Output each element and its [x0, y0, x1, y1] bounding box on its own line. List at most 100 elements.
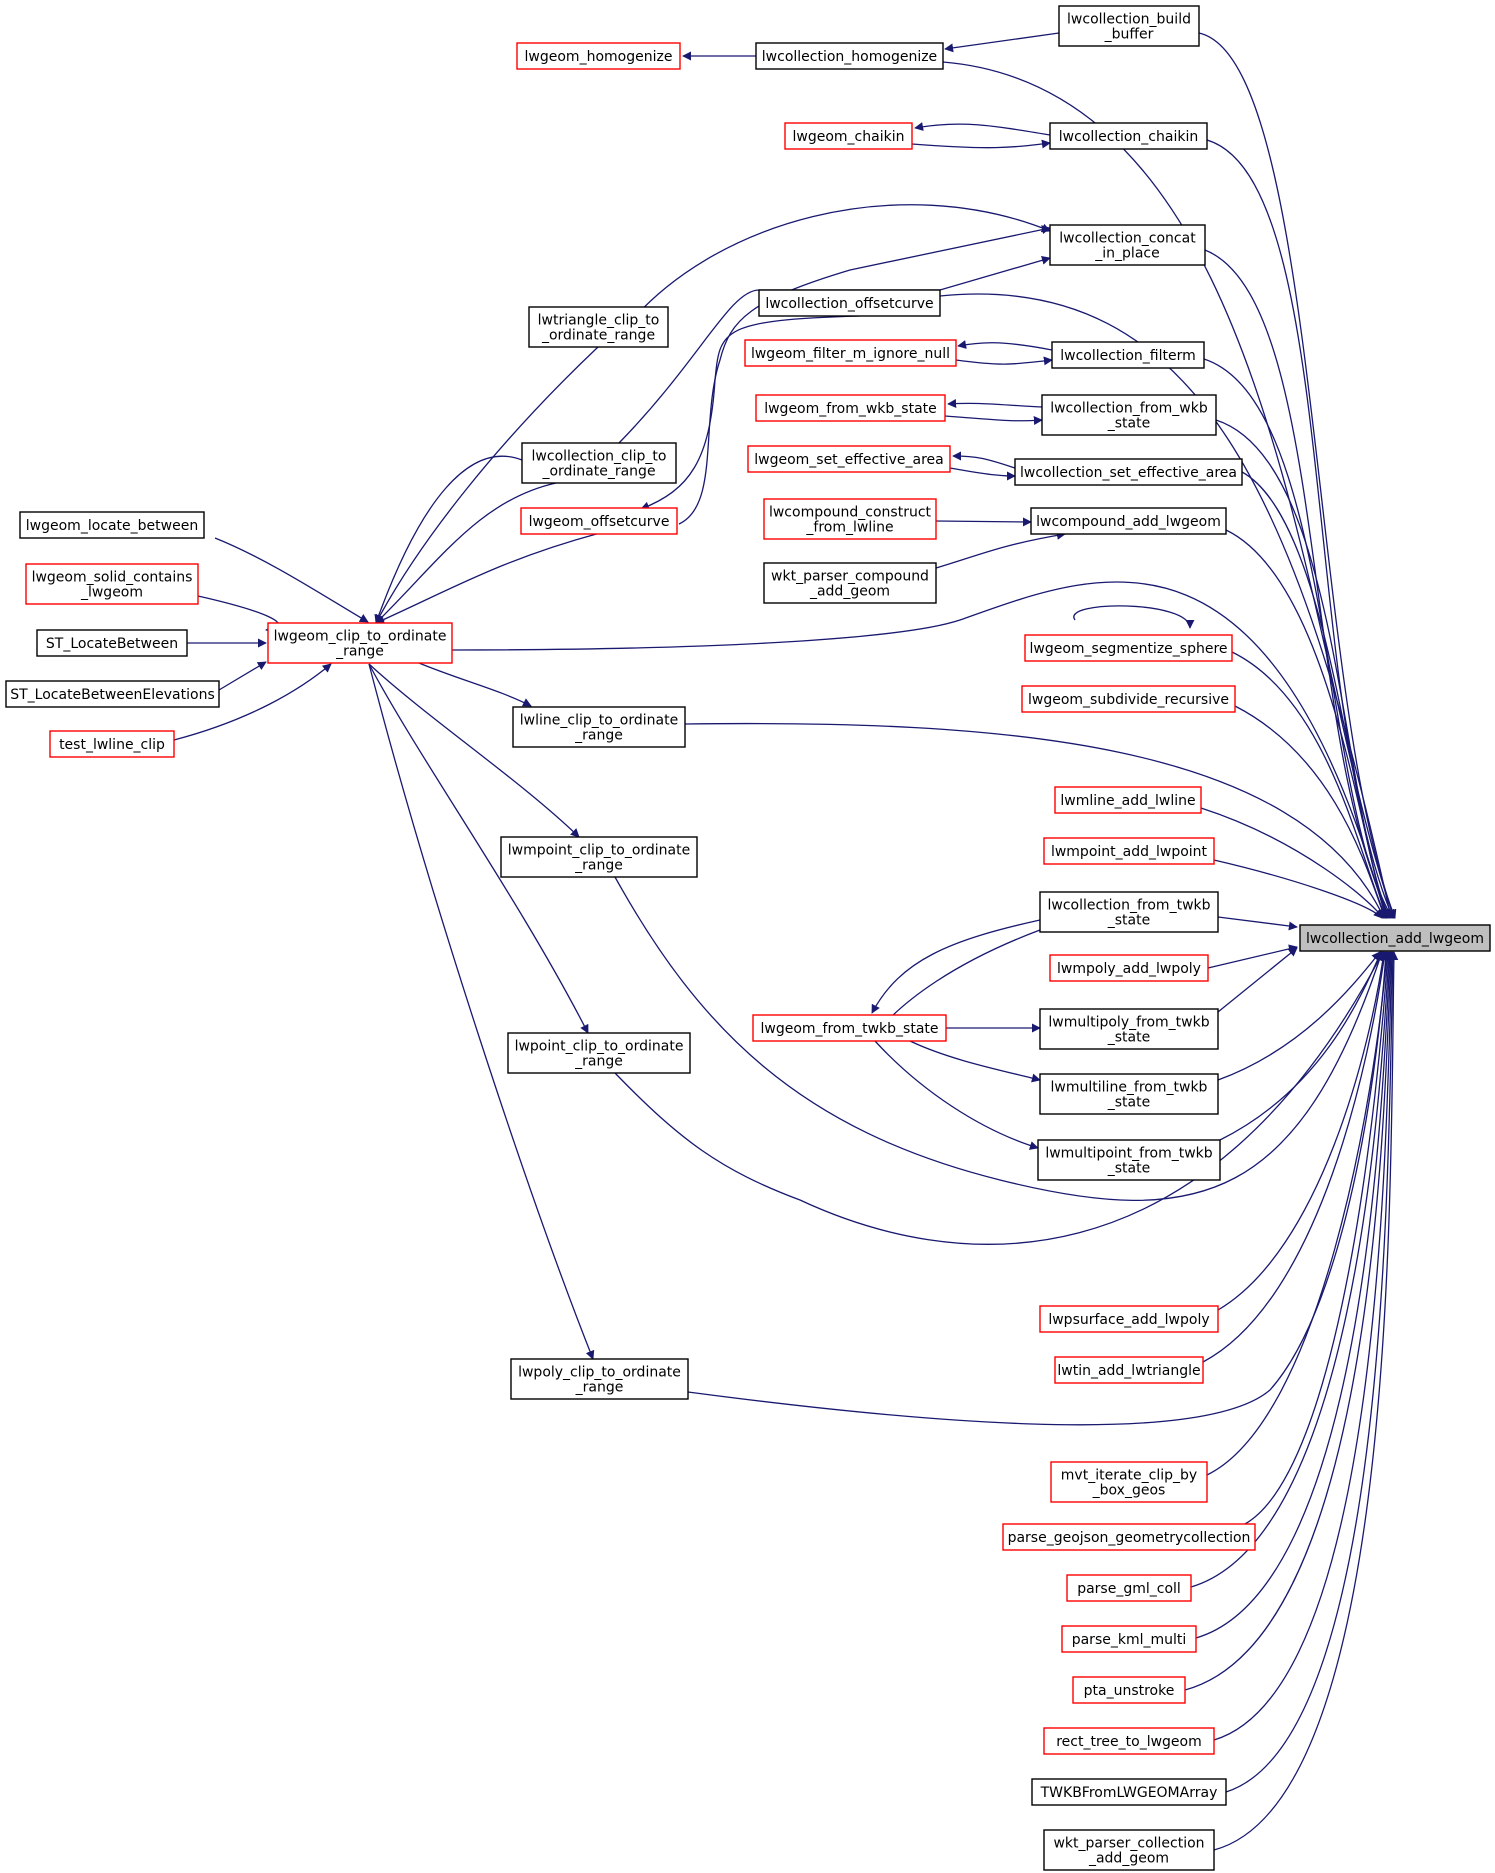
graph-node-line-clip[interactable]: lwline_clip_to_ordinate_range [512, 706, 686, 748]
graph-node-coll-twkb[interactable]: lwcollection_from_twkb_state [1039, 891, 1219, 933]
graph-node-geom-twkb[interactable]: lwgeom_from_twkb_state [752, 1014, 947, 1042]
graph-node-offsetcurve[interactable]: lwcollection_offsetcurve [758, 289, 941, 317]
node-box [784, 122, 913, 150]
graph-node-solid-contains[interactable]: lwgeom_solid_contains_lwgeom [25, 563, 199, 605]
call-edge [1206, 951, 1391, 1476]
node-label: lwgeom_subdivide_recursive [1028, 692, 1229, 708]
graph-node-lwgeom-chaikin[interactable]: lwgeom_chaikin [784, 122, 913, 150]
graph-node-subdivide[interactable]: lwgeom_subdivide_recursive [1021, 685, 1236, 713]
graph-node-test-clip[interactable]: test_lwline_clip [49, 730, 175, 758]
node-box [1299, 924, 1491, 952]
graph-node-build-buffer[interactable]: lwcollection_build_buffer [1058, 5, 1200, 47]
graph-node-filterm[interactable]: lwcollection_filterm [1051, 341, 1205, 369]
node-label: _box_geos [1092, 1483, 1166, 1499]
node-label: lwmpoly_add_lwpoly [1057, 961, 1201, 977]
node-box [1051, 341, 1205, 369]
call-edge [368, 663, 595, 1360]
call-edge [947, 399, 1043, 408]
graph-node-lwgeom-offset[interactable]: lwgeom_offsetcurve [520, 507, 678, 535]
graph-node-root[interactable]: lwcollection_add_lwgeom [1299, 924, 1491, 952]
node-box [1072, 1676, 1186, 1704]
graph-node-mpoly-twkb[interactable]: lwmultipoly_from_twkb_state [1039, 1008, 1219, 1050]
node-label: lwcompound_construct [769, 505, 932, 521]
node-label: parse_gml_coll [1077, 1581, 1181, 1597]
graph-node-st-locate-elev[interactable]: ST_LocateBetweenElevations [5, 680, 220, 708]
graph-node-filter-m[interactable]: lwgeom_filter_m_ignore_null [744, 339, 957, 367]
node-box [1002, 1523, 1256, 1551]
graph-node-unstroke[interactable]: pta_unstroke [1072, 1676, 1186, 1704]
node-label: lwcollection_build [1067, 12, 1191, 28]
node-box [36, 629, 188, 657]
graph-node-point-clip[interactable]: lwpoint_clip_to_ordinate_range [507, 1032, 691, 1074]
call-edge [687, 951, 1390, 1426]
call-edge-group [614, 951, 1384, 1245]
node-box [1049, 954, 1209, 982]
node-label: lwmpoint_clip_to_ordinate [508, 843, 691, 859]
graph-node-chaikin[interactable]: lwcollection_chaikin [1049, 122, 1208, 150]
graph-node-mpoint-twkb[interactable]: lwmultipoint_from_twkb_state [1037, 1139, 1221, 1181]
graph-node-poly-clip[interactable]: lwpoly_clip_to_ordinate_range [510, 1358, 689, 1400]
call-edge [618, 255, 1051, 444]
call-edge-group [684, 722, 1385, 919]
call-edge [874, 1040, 1039, 1150]
call-edge [368, 663, 589, 1034]
graph-node-mline-add[interactable]: lwmline_add_lwline [1054, 786, 1202, 814]
call-edge-group [1231, 651, 1387, 919]
graph-node-coll-clip[interactable]: lwcollection_clip_to_ordinate_range [521, 442, 677, 484]
node-box [1030, 507, 1227, 535]
node-box [1054, 786, 1202, 814]
graph-node-lwgeom-set-eff[interactable]: lwgeom_set_effective_area [747, 445, 951, 473]
call-edge [614, 951, 1384, 1245]
node-label: lwgeom_offsetcurve [529, 514, 670, 530]
graph-node-geom-clip[interactable]: lwgeom_clip_to_ordinate_range [267, 622, 453, 664]
graph-node-segmentize[interactable]: lwgeom_segmentize_sphere [1024, 634, 1233, 662]
node-label: lwcollection_homogenize [762, 49, 937, 65]
graph-node-geojson[interactable]: parse_geojson_geometrycollection [1002, 1523, 1256, 1551]
graph-node-triangle-clip[interactable]: lwtriangle_clip_to_ordinate_range [528, 306, 669, 348]
call-edge-group [949, 467, 1016, 481]
node-label: lwgeom_homogenize [525, 49, 673, 65]
graph-node-kml[interactable]: parse_kml_multi [1061, 1625, 1197, 1653]
node-label: _state [1107, 1030, 1150, 1046]
graph-node-homogenize[interactable]: lwcollection_homogenize [755, 42, 944, 70]
graph-node-mpoint-add[interactable]: lwmpoint_add_lwpoint [1043, 837, 1215, 865]
graph-node-twkb-array[interactable]: TWKBFromLWGEOMArray [1031, 1778, 1227, 1806]
node-box [1037, 1139, 1221, 1181]
node-box [1049, 224, 1206, 266]
graph-node-set-eff[interactable]: lwcollection_set_effective_area [1014, 458, 1243, 486]
graph-node-locate-between[interactable]: lwgeom_locate_between [19, 511, 205, 539]
call-edge-group [375, 482, 557, 624]
call-edge [214, 537, 369, 623]
call-edge-group [947, 399, 1043, 408]
graph-node-st-locate[interactable]: ST_LocateBetween [36, 629, 188, 657]
graph-node-gml[interactable]: parse_gml_coll [1066, 1574, 1192, 1602]
graph-node-lwgeom-from-wkb[interactable]: lwgeom_from_wkb_state [755, 394, 946, 422]
graph-node-lwgeom-homogenize[interactable]: lwgeom_homogenize [516, 42, 681, 70]
node-label: _in_place [1094, 246, 1159, 262]
graph-node-rect-tree[interactable]: rect_tree_to_lwgeom [1043, 1727, 1215, 1755]
call-edge [1225, 529, 1389, 919]
graph-node-compound-add[interactable]: lwcompound_add_lwgeom [1030, 507, 1227, 535]
node-label: lwpsurface_add_lwpoly [1048, 1312, 1209, 1328]
graph-node-concat[interactable]: lwcollection_concat_in_place [1049, 224, 1206, 266]
call-edge [640, 315, 861, 511]
graph-node-mvt-clip[interactable]: mvt_iterate_clip_by_box_geos [1050, 1461, 1208, 1503]
node-box [744, 339, 957, 367]
graph-node-from-wkb[interactable]: lwcollection_from_wkb_state [1041, 394, 1217, 436]
graph-node-wkt-compound[interactable]: wkt_parser_compound_add_geom [763, 562, 937, 604]
graph-node-compound-construct[interactable]: lwcompound_construct_from_lwline [763, 498, 937, 540]
call-edge-group [909, 1040, 1041, 1083]
graph-node-psurface-add[interactable]: lwpsurface_add_lwpoly [1039, 1305, 1219, 1333]
call-edge [935, 517, 1032, 527]
graph-node-tin-add[interactable]: lwtin_add_lwtriangle [1054, 1356, 1204, 1384]
node-label: lwcollection_from_twkb [1047, 898, 1210, 914]
graph-node-mline-twkb[interactable]: lwmultiline_from_twkb_state [1039, 1073, 1219, 1115]
node-label: lwcollection_clip_to [532, 449, 667, 465]
graph-node-wkt-coll[interactable]: wkt_parser_collection_add_geom [1043, 1829, 1215, 1871]
graph-node-mpoly-add[interactable]: lwmpoly_add_lwpoly [1049, 954, 1209, 982]
node-box [755, 394, 946, 422]
call-edge-group [640, 315, 861, 511]
node-label: parse_geojson_geometrycollection [1008, 1530, 1251, 1546]
node-label: lwgeom_segmentize_sphere [1029, 641, 1227, 657]
graph-node-mpoint-clip[interactable]: lwmpoint_clip_to_ordinate_range [500, 836, 698, 878]
